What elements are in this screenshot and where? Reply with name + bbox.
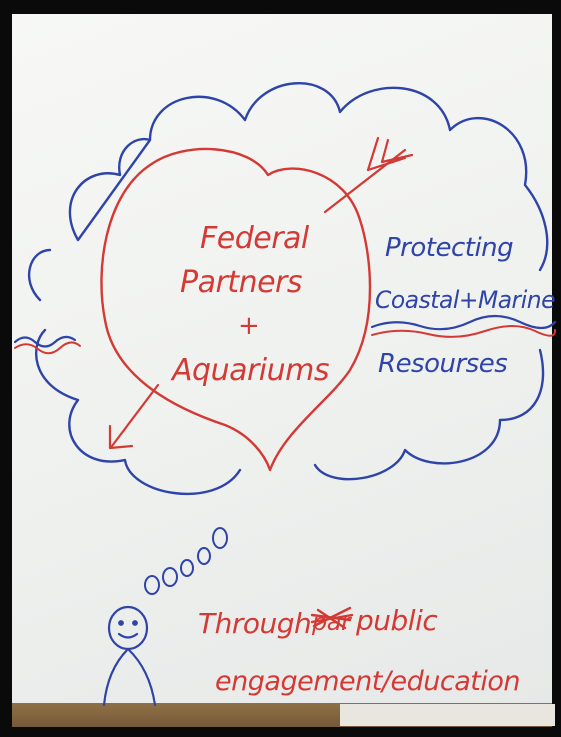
heart-line-federal: Federal <box>200 221 310 256</box>
bottom-line-engagement-education: engagement/education <box>215 666 520 697</box>
stick-figure-icon <box>102 605 157 707</box>
waves-left-icon <box>13 335 77 348</box>
thought-cloud-icon <box>28 81 549 495</box>
waves-left-red-icon <box>14 341 81 355</box>
cloud-line-protecting: Protecting <box>385 233 513 263</box>
bottom-line-public: public <box>355 604 438 637</box>
arrow-tail-icon <box>110 383 160 448</box>
arrow-fletching-icon <box>366 136 414 172</box>
heart-line-partners: Partners <box>180 265 302 300</box>
waves-right-icon <box>370 314 557 331</box>
cloud-line-resourses: Resourses <box>378 349 507 379</box>
paper-on-table <box>340 704 555 726</box>
heart-line-aquariums: Aquariums <box>170 353 329 388</box>
crossed-out-scribble: par <box>310 606 354 636</box>
flip-chart-paper <box>12 14 552 704</box>
cloud-line-coastal-marine: Coastal+Marine <box>375 286 555 314</box>
heart-icon <box>100 147 372 472</box>
heart-line-plus: + <box>238 311 259 341</box>
bottom-line-through: Through <box>198 607 311 640</box>
arrow-head-icon <box>108 424 134 450</box>
thought-bubbles-icon <box>144 527 228 595</box>
scribble-strike-icon <box>310 606 354 630</box>
waves-right-red-icon <box>371 325 557 338</box>
